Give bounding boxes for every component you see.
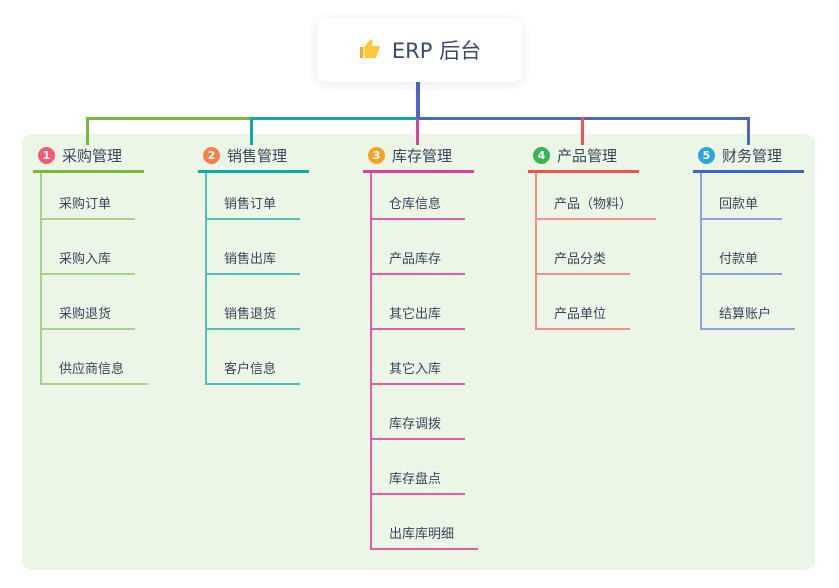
child-label: 库存盘点 <box>370 468 466 495</box>
child-label: 付款单 <box>700 248 783 275</box>
branch-label: 产品管理 <box>557 146 618 165</box>
connector-branch4-drop <box>581 117 584 145</box>
child-label: 采购退货 <box>40 303 136 330</box>
connector-branch5-drop <box>747 117 750 145</box>
child-label: 产品单位 <box>535 303 631 330</box>
branches-panel <box>22 134 815 570</box>
connector-branch1-drop <box>86 117 89 145</box>
child-label: 客户信息 <box>205 358 301 385</box>
branch-product: 4 产品管理 产品（物料） 产品分类 产品单位 <box>528 146 657 330</box>
child-label: 产品库存 <box>370 248 466 275</box>
branch-inventory-head[interactable]: 3 库存管理 <box>363 146 474 173</box>
root-node[interactable]: ERP 后台 <box>317 18 522 82</box>
child-node[interactable]: 出库库明细 <box>370 495 479 550</box>
connector-root-vertical <box>416 82 420 118</box>
branch-purchase: 1 采购管理 采购订单 采购入库 采购退货 供应商信息 <box>33 146 149 385</box>
branch-finance-head[interactable]: 5 财务管理 <box>693 146 804 173</box>
branch-inventory: 3 库存管理 仓库信息 产品库存 其它出库 其它入库 库存调拨 库存盘点 出库库… <box>363 146 479 550</box>
branch-label: 财务管理 <box>722 146 783 165</box>
child-node[interactable]: 采购订单 <box>40 173 144 220</box>
child-node[interactable]: 销售出库 <box>205 220 309 275</box>
branch-inventory-children: 仓库信息 产品库存 其它出库 其它入库 库存调拨 库存盘点 出库库明细 <box>370 173 479 550</box>
child-node[interactable]: 客户信息 <box>205 330 309 385</box>
thumbs-up-icon <box>358 38 382 62</box>
child-label: 其它入库 <box>370 358 466 385</box>
child-node[interactable]: 结算账户 <box>700 275 804 330</box>
child-label: 其它出库 <box>370 303 466 330</box>
child-label: 产品分类 <box>535 248 631 275</box>
child-node[interactable]: 产品单位 <box>535 275 639 330</box>
child-label: 采购订单 <box>40 193 136 220</box>
child-label: 产品（物料） <box>535 193 657 220</box>
branch-finance-children: 回款单 付款单 结算账户 <box>700 173 804 330</box>
branch-sales-children: 销售订单 销售出库 销售退货 客户信息 <box>205 173 309 385</box>
branch-sales-head[interactable]: 2 销售管理 <box>198 146 309 173</box>
child-node[interactable]: 库存盘点 <box>370 440 474 495</box>
child-node[interactable]: 销售订单 <box>205 173 309 220</box>
branch-label: 采购管理 <box>62 146 123 165</box>
child-label: 销售出库 <box>205 248 301 275</box>
branch-product-children: 产品（物料） 产品分类 产品单位 <box>535 173 657 330</box>
child-node[interactable]: 回款单 <box>700 173 804 220</box>
child-node[interactable]: 采购入库 <box>40 220 144 275</box>
child-node[interactable]: 供应商信息 <box>40 330 149 385</box>
branch-number-badge: 1 <box>38 146 55 164</box>
child-label: 仓库信息 <box>370 193 466 220</box>
branch-finance: 5 财务管理 回款单 付款单 结算账户 <box>693 146 804 330</box>
connector-branch1-horizontal <box>86 117 253 120</box>
child-node[interactable]: 采购退货 <box>40 275 144 330</box>
branch-purchase-children: 采购订单 采购入库 采购退货 供应商信息 <box>40 173 149 385</box>
child-node[interactable]: 产品分类 <box>535 220 639 275</box>
child-label: 采购入库 <box>40 248 136 275</box>
child-node[interactable]: 产品库存 <box>370 220 474 275</box>
connector-branch2-horizontal <box>250 117 418 120</box>
child-label: 出库库明细 <box>370 523 479 550</box>
child-label: 结算账户 <box>700 303 796 330</box>
child-node[interactable]: 产品（物料） <box>535 173 657 220</box>
child-node[interactable]: 付款单 <box>700 220 804 275</box>
connector-branch3-drop <box>416 119 419 145</box>
child-label: 销售订单 <box>205 193 301 220</box>
branch-label: 销售管理 <box>227 146 288 165</box>
child-node[interactable]: 库存调拨 <box>370 385 474 440</box>
child-node[interactable]: 其它出库 <box>370 275 474 330</box>
connector-branch2-drop <box>250 117 253 145</box>
branch-purchase-head[interactable]: 1 采购管理 <box>33 146 144 173</box>
child-node[interactable]: 仓库信息 <box>370 173 474 220</box>
branch-number-badge: 2 <box>203 146 220 164</box>
child-node[interactable]: 其它入库 <box>370 330 474 385</box>
branch-label: 库存管理 <box>392 146 453 165</box>
branch-number-badge: 5 <box>698 146 715 164</box>
child-node[interactable]: 销售退货 <box>205 275 309 330</box>
child-label: 回款单 <box>700 193 783 220</box>
branch-number-badge: 3 <box>368 146 385 164</box>
root-title: ERP 后台 <box>391 39 482 63</box>
branch-number-badge: 4 <box>533 146 550 164</box>
child-label: 销售退货 <box>205 303 301 330</box>
branch-product-head[interactable]: 4 产品管理 <box>528 146 639 173</box>
child-label: 供应商信息 <box>40 358 149 385</box>
child-label: 库存调拨 <box>370 413 466 440</box>
branch-sales: 2 销售管理 销售订单 销售出库 销售退货 客户信息 <box>198 146 309 385</box>
